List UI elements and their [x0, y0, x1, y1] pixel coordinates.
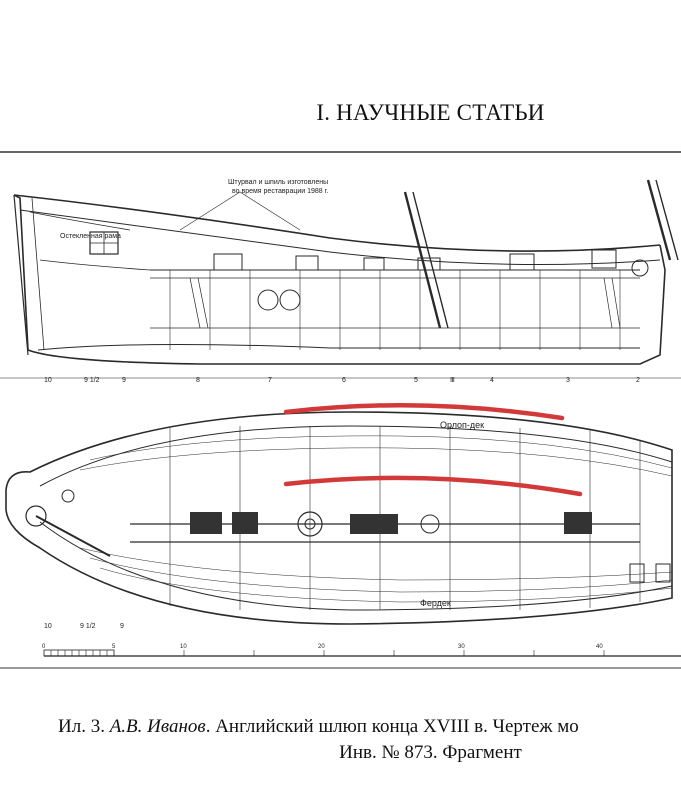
- figure-caption-line-2: Инв. № 873. Фрагмент: [0, 742, 681, 764]
- ship-drawing: Штурвал и шпиль изготовлены во время рес…: [0, 150, 681, 670]
- stern-post-inner: [31, 197, 45, 351]
- svg-text:9: 9: [120, 623, 124, 630]
- hatch-1: [190, 512, 222, 534]
- rail-line: [19, 209, 661, 265]
- scale-bar: 0 5 10 20 30 40: [42, 644, 681, 657]
- plan-inner-lower: [39, 521, 673, 611]
- ship-drawing-svg: Штурвал и шпиль изготовлены во время рес…: [0, 151, 681, 669]
- red-marker-upper: [283, 403, 565, 421]
- sheer-line: [13, 194, 661, 252]
- stern-post: [13, 194, 29, 356]
- svg-text:10: 10: [44, 623, 52, 630]
- capstan-icon: [257, 289, 279, 311]
- svg-text:3: 3: [566, 377, 570, 384]
- svg-text:2: 2: [636, 377, 640, 384]
- svg-text:9: 9: [122, 377, 126, 384]
- svg-text:9 1/2: 9 1/2: [84, 377, 100, 384]
- svg-text:40: 40: [596, 644, 603, 650]
- svg-text:7: 7: [268, 377, 272, 384]
- hatch-4: [564, 512, 592, 534]
- caption-inventory: Инв. № 873. Фрагмент: [339, 742, 522, 763]
- upper-frame-numbers: 10 9 1/2 9 8 7 6 5 Ⅲ 4 3 2: [44, 377, 640, 384]
- svg-text:10: 10: [44, 377, 52, 384]
- svg-text:0: 0: [42, 644, 46, 650]
- svg-text:4: 4: [490, 377, 494, 384]
- hatch-3: [350, 514, 398, 534]
- caption-prefix: Ил. 3.: [58, 716, 110, 737]
- note-line-1: Штурвал и шпиль изготовлены: [228, 179, 328, 186]
- svg-text:Ⅲ: Ⅲ: [450, 377, 455, 384]
- svg-text:5: 5: [112, 644, 116, 650]
- red-marker-lower: [283, 475, 583, 497]
- note-leader: [179, 191, 301, 231]
- ferdek-label: Фердек: [420, 598, 451, 608]
- note-line-2: во время реставрации 1988 г.: [232, 188, 328, 195]
- deck-plan: [5, 411, 673, 625]
- hull-outline: [13, 194, 666, 365]
- section-title: I. НАУЧНЫЕ СТАТЬИ: [316, 100, 545, 125]
- orlop-deck-label: Орлоп-дек: [440, 420, 484, 430]
- page-heading: I. НАУЧНЫЕ СТАТЬИ: [0, 100, 681, 126]
- lower-frame-numbers: 10 9 1/2 9: [44, 623, 124, 630]
- fore-mast: [646, 179, 672, 261]
- svg-text:20: 20: [318, 644, 325, 650]
- svg-text:8: 8: [196, 377, 200, 384]
- keel-line: [37, 343, 640, 351]
- svg-text:30: 30: [458, 644, 465, 650]
- rudder-head-icon: [61, 489, 75, 503]
- svg-text:6: 6: [342, 377, 346, 384]
- glazed-frame-label: Остекленная рама: [60, 233, 121, 240]
- caption-author: А.В. Иванов: [109, 716, 206, 737]
- svg-text:10: 10: [180, 644, 187, 650]
- side-profile: [13, 179, 679, 365]
- svg-text:5: 5: [414, 377, 418, 384]
- main-mast: [403, 191, 442, 329]
- capstan-plan-icon: [297, 511, 323, 537]
- hatch-2: [232, 512, 258, 534]
- svg-text:9 1/2: 9 1/2: [80, 623, 96, 630]
- plan-hull-outline: [5, 411, 673, 625]
- ladders: [189, 277, 621, 329]
- figure-caption: Ил. 3. А.В. Иванов. Английский шлюп конц…: [0, 716, 681, 738]
- caption-title: . Английский шлюп конца XVIII в. Чертеж …: [205, 716, 579, 737]
